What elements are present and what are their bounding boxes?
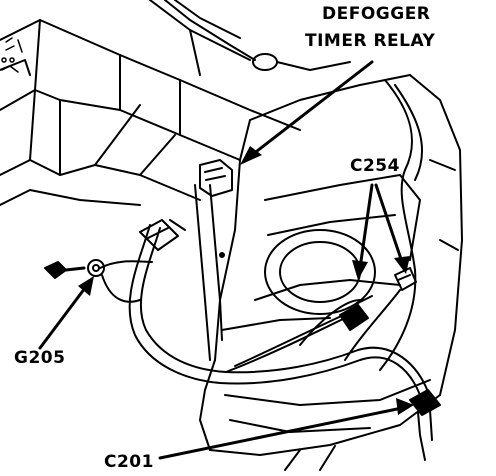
c254-connector-left	[339, 295, 373, 331]
ground-wire	[87, 259, 153, 303]
panel-glyphs	[1, 37, 23, 73]
arrow-c254-right	[374, 183, 404, 264]
arrowhead-c254-left	[352, 260, 368, 280]
c201-connector	[409, 389, 441, 461]
hvac-housing	[199, 74, 463, 471]
arrowhead-c201	[396, 398, 414, 415]
blower-opening	[264, 229, 376, 315]
label-c254: C254	[350, 156, 400, 176]
arrow-c201	[158, 406, 404, 460]
arrow-defogger	[246, 60, 374, 160]
dashboard-panel	[0, 0, 301, 206]
bracket-connector	[139, 219, 186, 251]
arrowhead-defogger	[240, 146, 262, 165]
label-timer-relay: TIMER RELAY	[305, 31, 436, 51]
ground-screw	[44, 261, 86, 279]
label-defogger: DEFOGGER	[322, 4, 431, 24]
label-c201: C201	[104, 452, 154, 472]
arrow-c254-left	[358, 183, 374, 270]
arrowhead-g205	[78, 276, 94, 296]
arrowhead-c254-right	[394, 256, 410, 274]
mounting-bracket	[194, 184, 225, 361]
label-g205: G205	[14, 348, 66, 368]
arrow-g205	[38, 282, 90, 350]
defogger-timer-relay	[199, 159, 233, 197]
main-harness	[128, 224, 429, 396]
upper-wiring	[164, 0, 351, 71]
blower-inner-ring	[279, 241, 361, 303]
